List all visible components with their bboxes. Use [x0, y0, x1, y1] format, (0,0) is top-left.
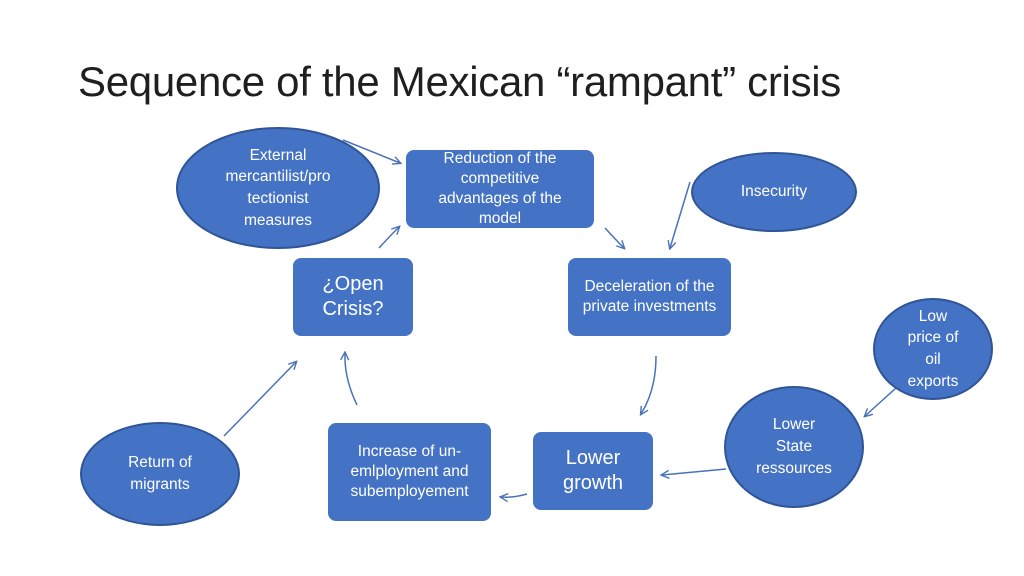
oval-external-measures: External mercantilist/pro tectionist mea…	[176, 127, 380, 249]
arrow-state-to-lower-growth	[662, 468, 727, 475]
slide-title: Sequence of the Mexican “rampant” crisis	[78, 58, 842, 105]
box-open-crisis: ¿Open Crisis?	[293, 258, 413, 336]
arrow-unemployment-to-open-crisis	[345, 353, 358, 406]
box-reduction: Reduction of the competitive advantages …	[406, 150, 594, 228]
arrow-migrants-to-open-crisis	[223, 362, 296, 437]
oval-return-of-migrants: Return of migrants	[80, 422, 240, 526]
box-deceleration: Deceleration of the private investments	[568, 258, 731, 336]
arrow-deceleration-to-lower-growth	[641, 355, 657, 414]
box-lower-growth: Lower growth	[533, 432, 653, 510]
arrow-open-crisis-to-reduction	[378, 227, 399, 249]
oval-low-oil-price: Low price of oil exports	[873, 298, 993, 400]
oval-lower-state-resources: Lower State ressources	[724, 386, 864, 508]
oval-insecurity: Insecurity	[691, 152, 857, 232]
arrow-external-to-reduction	[342, 139, 400, 163]
box-unemployment: Increase of un-emlployment and subemploy…	[328, 423, 491, 521]
arrow-lower-growth-to-unemployment	[501, 494, 528, 497]
arrow-reduction-to-deceleration	[604, 227, 624, 248]
arrow-insecurity-to-deceleration	[670, 181, 691, 248]
arrow-oil-to-state	[865, 387, 897, 416]
